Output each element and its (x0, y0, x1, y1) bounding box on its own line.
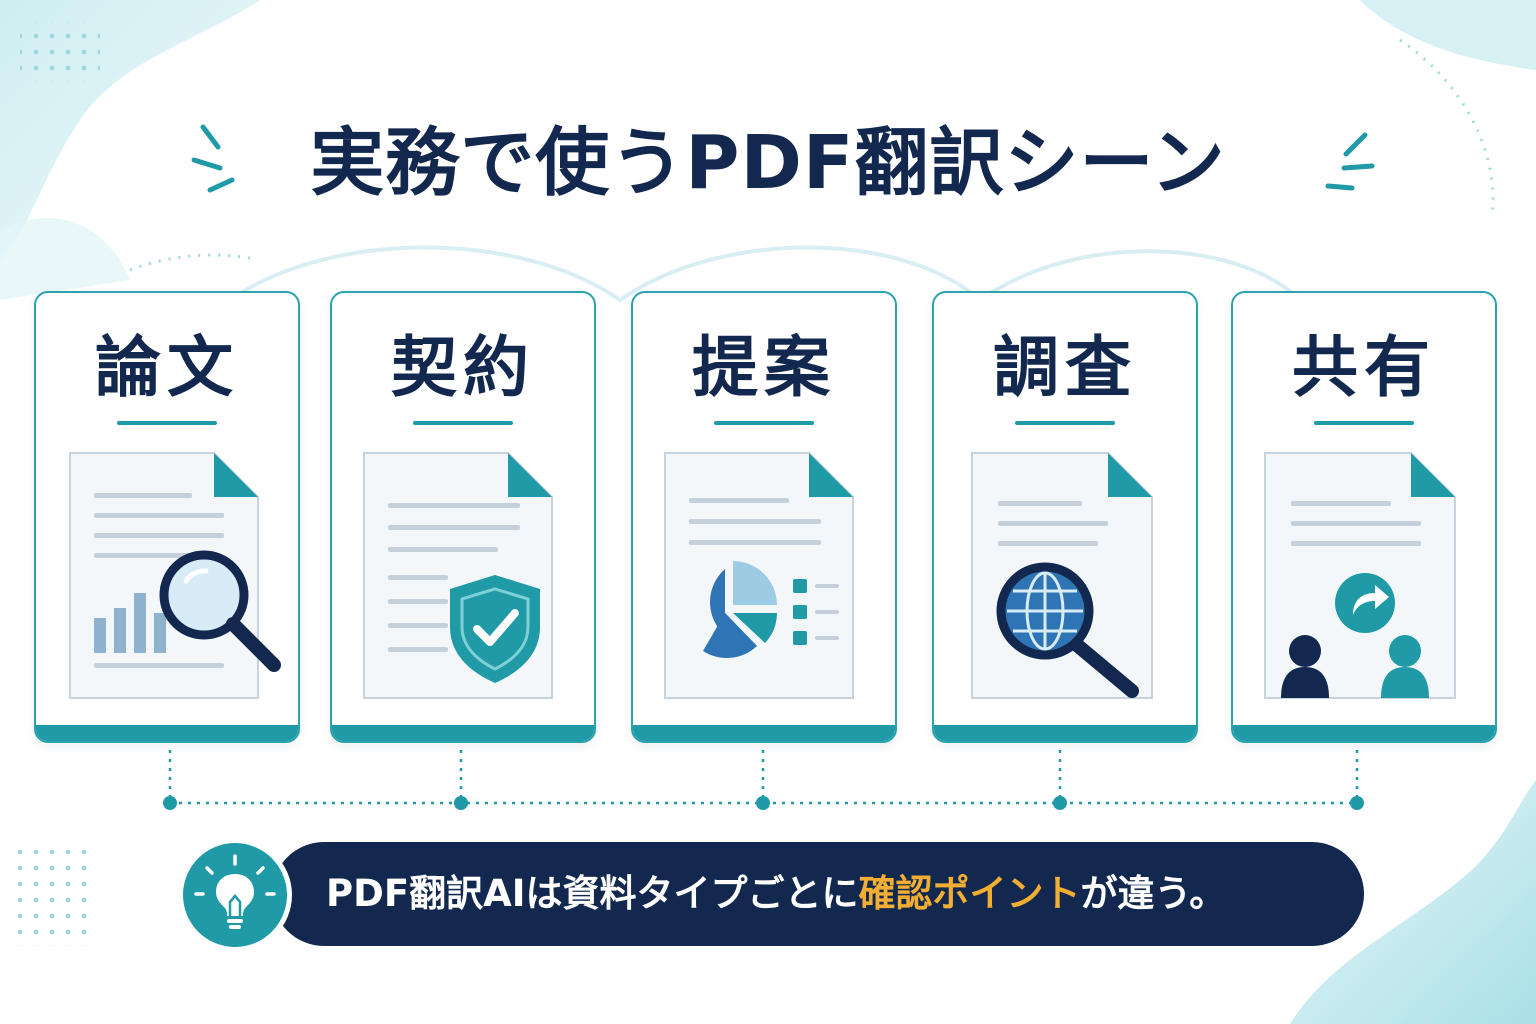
card-footer-bar (934, 725, 1196, 741)
card-label: 提案 (692, 329, 836, 406)
scene-card-survey: 調査 (932, 291, 1198, 743)
card-footer-bar (633, 725, 895, 741)
title-spark-right (1325, 132, 1375, 191)
card-label: 調査 (993, 329, 1137, 406)
banner-text-highlight: 確認ポイント (858, 872, 1081, 915)
card-label: 契約 (391, 329, 535, 406)
card-label: 共有 (1292, 329, 1436, 406)
card-underline (1314, 421, 1414, 425)
card-footer-bar (332, 725, 594, 741)
research-document-magnifier-icon (69, 452, 281, 699)
proposal-document-pie-chart-icon (664, 452, 854, 699)
banner-text-prefix: PDF翻訳AIは資料タイプごとに (326, 872, 859, 915)
page-title: 実務で使うPDF翻訳シーン (310, 120, 1226, 206)
scene-card-contract: 契約 (330, 291, 596, 743)
survey-document-globe-search-icon (971, 452, 1153, 699)
contract-document-shield-icon (363, 452, 553, 699)
card-underline (714, 421, 814, 425)
title-spark-left (191, 124, 235, 193)
banner-text-suffix: が違う。 (1080, 872, 1227, 915)
card-underline (117, 421, 217, 425)
card-underline (413, 421, 513, 425)
card-footer-bar (36, 725, 298, 741)
card-underline (1015, 421, 1115, 425)
card-label: 論文 (95, 329, 239, 406)
scene-card-paper: 論文 (34, 291, 300, 743)
scene-card-proposal: 提案 (631, 291, 897, 743)
scene-card-share: 共有 (1231, 291, 1497, 743)
share-document-people-icon (1264, 452, 1456, 699)
summary-banner: PDF翻訳AIは資料タイプごとに確認ポイントが違う。 (272, 842, 1364, 946)
card-footer-bar (1233, 725, 1495, 741)
banner-text: PDF翻訳AIは資料タイプごとに確認ポイントが違う。 (326, 842, 1344, 946)
lightbulb-icon (178, 838, 292, 952)
